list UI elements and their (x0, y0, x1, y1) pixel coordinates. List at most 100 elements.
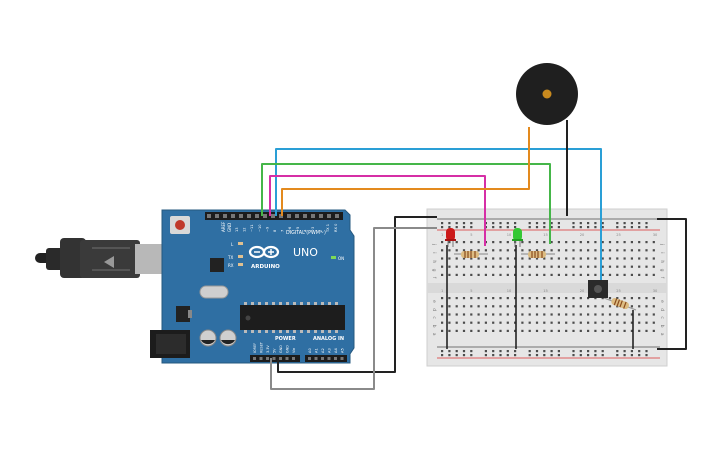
header-pin[interactable] (255, 214, 259, 218)
row-letter: e (659, 300, 664, 303)
power-pin-label: 3.3V (266, 345, 270, 353)
resistor-green-led[interactable] (521, 251, 555, 258)
column-number: 5 (470, 233, 472, 237)
analog-pin-label: A4 (334, 348, 338, 353)
header-pin[interactable] (266, 357, 269, 360)
header-pin[interactable] (223, 214, 227, 218)
power-pin-label: GND (279, 345, 283, 353)
wire-5v-gray[interactable] (270, 227, 437, 390)
usb-cable[interactable] (35, 238, 176, 278)
digital-pin-label: ~9 (265, 226, 269, 232)
digital-pin-label: ~5 (296, 227, 300, 232)
resistor-red-led[interactable] (454, 251, 488, 258)
column-number: 5 (470, 289, 472, 293)
header-pin[interactable] (327, 357, 331, 360)
header-pin[interactable] (319, 214, 323, 218)
header-pin[interactable] (279, 357, 282, 360)
wires[interactable] (261, 120, 687, 390)
arduino-logo-icon (248, 245, 280, 259)
usb-chip (210, 258, 224, 272)
rx-led (238, 263, 243, 266)
wire-rail-right-black[interactable] (657, 218, 687, 350)
header-pin[interactable] (207, 214, 211, 218)
header-pin[interactable] (272, 357, 276, 360)
power-led (331, 256, 336, 259)
buzzer-center (542, 89, 552, 99)
column-number: 1 (441, 233, 443, 237)
header-pin[interactable] (314, 357, 318, 360)
analog-label: ANALOG IN (313, 336, 344, 342)
header-pin[interactable] (287, 214, 291, 218)
row-letter: j (659, 243, 665, 245)
row-letter: b (431, 325, 437, 328)
resistor-pull-down[interactable] (603, 297, 637, 311)
header-pin[interactable] (308, 357, 311, 360)
column-number: 10 (507, 233, 512, 237)
breadboard-holes[interactable] (441, 222, 655, 357)
wire-magenta[interactable] (269, 175, 486, 246)
crystal-oscillator (199, 285, 229, 299)
tx-label: TX (227, 255, 233, 260)
column-number: 15 (543, 233, 548, 237)
header-pin[interactable] (247, 214, 251, 218)
digital-label: DIGITAL (PWM~) (286, 230, 326, 236)
wire-gnd-black[interactable] (277, 216, 437, 373)
header-pin[interactable] (327, 214, 331, 218)
row-letter: a (431, 333, 436, 336)
header-pin[interactable] (231, 214, 235, 218)
header-pin[interactable] (285, 357, 289, 360)
header-pin[interactable] (215, 214, 219, 218)
red-led[interactable] (445, 228, 456, 247)
header-pin[interactable] (295, 214, 299, 218)
header-pin[interactable] (335, 214, 339, 218)
power-pin-label: GND (286, 345, 290, 353)
digital-pin-label: ~10 (258, 224, 262, 232)
green-led[interactable] (512, 228, 523, 247)
piezo-buzzer[interactable] (516, 63, 578, 125)
digital-pin-label: 2 (319, 230, 323, 232)
header-pin[interactable] (303, 214, 307, 218)
header-pin[interactable] (239, 214, 243, 218)
column-number: 30 (653, 289, 658, 293)
row-letter: i (431, 252, 437, 253)
digital-pin-label: ~11 (250, 224, 254, 232)
digital-pin-label: 8 (273, 229, 277, 232)
column-number: 15 (543, 289, 548, 293)
header-pin[interactable] (263, 214, 267, 218)
digital-pin-header[interactable] (205, 212, 343, 220)
header-pin[interactable] (253, 357, 256, 360)
header-pin[interactable] (311, 214, 315, 218)
brand-label: ARDUINO (251, 264, 280, 270)
reset-button[interactable] (170, 216, 190, 234)
column-number: 1 (441, 289, 443, 293)
header-pin[interactable] (340, 357, 344, 360)
header-pin[interactable] (259, 357, 263, 360)
power-pin-label: RESET (260, 341, 264, 353)
power-label: POWER (275, 336, 296, 342)
capacitor (199, 329, 217, 347)
digital-pin-label: 13 (235, 227, 239, 232)
wire-green[interactable] (261, 163, 551, 244)
power-pin-header[interactable] (250, 355, 300, 362)
power-jack[interactable] (150, 330, 190, 358)
wire-orange[interactable] (281, 127, 530, 216)
header-pin[interactable] (271, 214, 275, 218)
digital-pin-label: 12 (243, 227, 247, 232)
wire-cyan[interactable] (275, 148, 602, 280)
analog-pin-label: A1 (315, 348, 319, 353)
digital-pin-label: TX 1 (326, 224, 330, 233)
analog-pin-header[interactable] (305, 355, 347, 362)
rx-label: RX (228, 263, 234, 268)
push-button[interactable] (588, 280, 608, 298)
digital-pin-label: 7 (281, 230, 285, 232)
header-pin[interactable] (321, 357, 324, 360)
column-number: 20 (580, 289, 585, 293)
header-pin[interactable] (334, 357, 337, 360)
power-pin-label: IOREF (253, 343, 257, 353)
header-pin[interactable] (292, 357, 295, 360)
